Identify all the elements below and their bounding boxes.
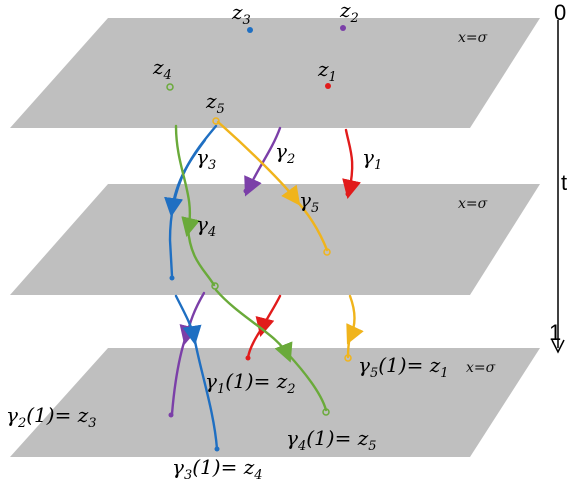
strand-z4-upper-rest — [186, 226, 216, 287]
strand-z4-upper — [174, 124, 201, 238]
point-z3-middle — [169, 275, 175, 281]
point-z1-top — [325, 83, 331, 89]
label-z2: z2 — [339, 0, 359, 26]
point-z1-bottom — [245, 355, 251, 361]
strand-z4-lower-rest — [286, 352, 328, 412]
point-z1-middle — [345, 191, 351, 197]
label-gamma3: γ3 — [196, 145, 216, 173]
strand-z2-lower — [179, 291, 206, 345]
axis-label-middle: t — [561, 170, 567, 195]
equation-gamma2: γ2(1)= z3 — [6, 403, 97, 431]
equation-gamma4: γ4(1)= z5 — [286, 426, 377, 454]
strand-z1-upper — [342, 128, 361, 200]
strand-z3-lower — [174, 294, 202, 346]
label-z3: z3 — [231, 0, 251, 28]
plane-label-bottom: x=σ — [466, 360, 496, 376]
point-z4-middle — [211, 282, 219, 290]
strand-z5-upper — [216, 120, 301, 206]
label-z5: z5 — [205, 89, 225, 117]
plane-label-middle: x=σ — [458, 196, 488, 212]
plane-top — [10, 18, 540, 128]
point-z2-middle — [243, 188, 249, 194]
axis-label-end: 1 — [549, 320, 561, 345]
point-z5-top — [212, 117, 220, 125]
strand-z1-lower — [255, 294, 282, 337]
point-z2-top — [340, 25, 346, 31]
strand-z4-lower — [214, 288, 293, 363]
point-z3-bottom — [214, 446, 220, 452]
plane-label-top: x=σ — [458, 30, 488, 46]
label-z1: z1 — [317, 57, 337, 85]
point-z3-top — [247, 27, 253, 33]
label-gamma5: γ5 — [299, 188, 319, 216]
point-z5-middle — [323, 248, 331, 256]
plane-bottom — [10, 348, 540, 457]
strand-z5-lower — [346, 294, 364, 345]
strand-z3-lower-rest — [192, 334, 219, 451]
strand-z2-upper — [244, 126, 282, 197]
axis-label-start: 0 — [554, 0, 566, 25]
strand-z5-upper-rest — [292, 196, 329, 252]
equation-gamma1: γ1(1)= z2 — [205, 369, 296, 397]
time-axis-arrowhead — [551, 339, 565, 354]
strand-z3-upper-arrow — [164, 138, 207, 218]
plane-middle — [10, 184, 540, 295]
label-gamma4: γ4 — [196, 212, 216, 240]
equation-gamma5: γ5(1)= z1 — [358, 353, 449, 381]
label-z4: z4 — [152, 55, 172, 83]
point-z2-bottom — [168, 412, 174, 418]
label-gamma2: γ2 — [275, 139, 295, 167]
point-z4-top — [166, 83, 174, 91]
label-gamma1: γ1 — [362, 145, 382, 173]
point-z5-bottom — [344, 354, 352, 362]
equation-gamma3: γ3(1)= z4 — [172, 455, 263, 483]
point-z4-bottom — [322, 408, 330, 416]
